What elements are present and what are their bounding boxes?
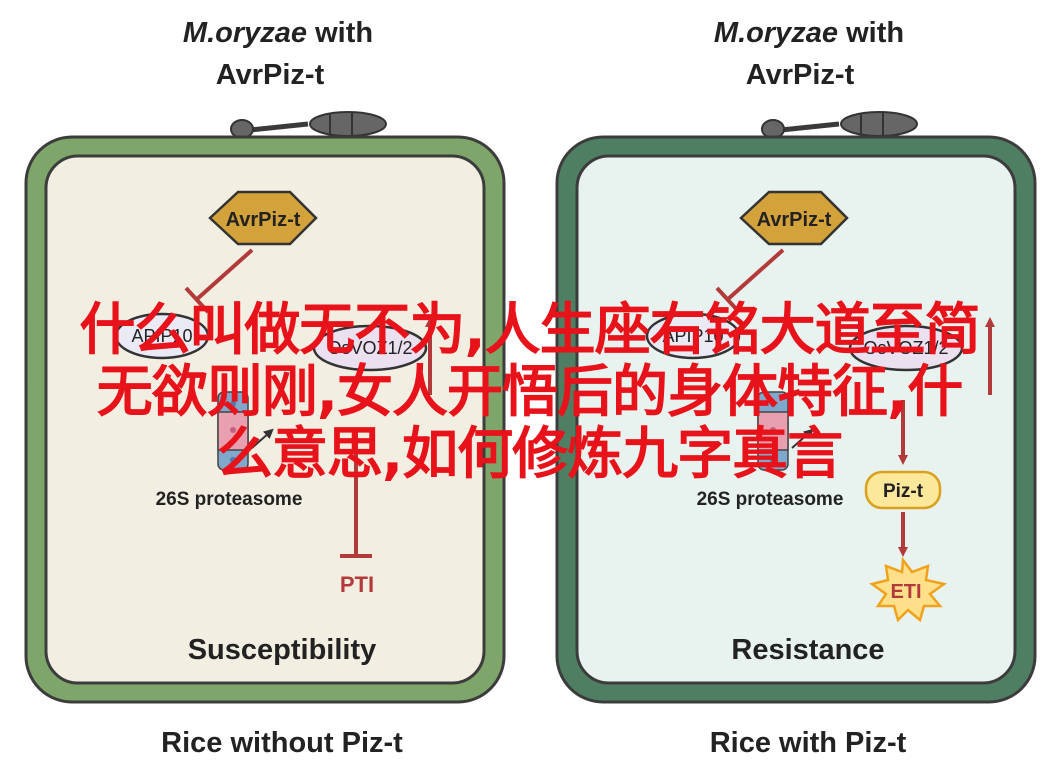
left-header-effector: AvrPiz-t: [216, 59, 325, 91]
right-proteasome-label: 26S proteasome: [697, 489, 844, 510]
left-header-species: M.oryzae: [183, 17, 307, 49]
left-osvoz-label: OsVOZ1/2: [327, 338, 412, 358]
right-caption: Rice with Piz-t: [710, 727, 907, 759]
left-apip10-ellipse: [114, 312, 210, 360]
left-outcome-label: Susceptibility: [188, 634, 377, 666]
left-effector-label: AvrPiz-t: [226, 209, 301, 231]
left-osvoz-ellipse: [312, 324, 428, 372]
right-apip10-label: APIP10: [662, 326, 723, 346]
left-panel: M.oryzae with AvrPiz-t AvrPiz-t APIP10 O…: [24, 17, 506, 759]
right-header-line1: M.oryzae with: [714, 17, 904, 49]
right-proteasome-icon: [757, 391, 789, 471]
right-effector-hexagon: [739, 190, 849, 246]
right-panel: M.oryzae with AvrPiz-t AvrPiz-t APIP10 O…: [555, 17, 1037, 759]
left-pti-label: PTI: [340, 572, 374, 597]
right-header-with: with: [838, 17, 904, 49]
right-header-effector: AvrPiz-t: [746, 59, 855, 91]
right-effector-label: AvrPiz-t: [757, 209, 832, 231]
right-osvoz-label: OsVOZ1/2: [863, 338, 948, 358]
left-apip10-label: APIP10: [131, 326, 192, 346]
left-header-line1: M.oryzae with: [183, 17, 373, 49]
right-pizt-label: Piz-t: [883, 481, 924, 502]
left-proteasome-icon: [217, 391, 249, 471]
left-effector-hexagon: [208, 190, 318, 246]
right-eti-label: ETI: [890, 581, 921, 603]
left-header-with: with: [307, 17, 373, 49]
right-apip10-ellipse: [645, 312, 741, 360]
left-caption: Rice without Piz-t: [161, 727, 403, 759]
left-proteasome-label: 26S proteasome: [156, 489, 303, 510]
right-osvoz-ellipse: [848, 324, 964, 372]
right-pizt-badge: [864, 470, 942, 510]
left-cell-interior: [44, 154, 486, 685]
right-outcome-label: Resistance: [731, 634, 884, 666]
right-header-species: M.oryzae: [714, 17, 838, 49]
right-eti-star-icon: [869, 556, 948, 623]
